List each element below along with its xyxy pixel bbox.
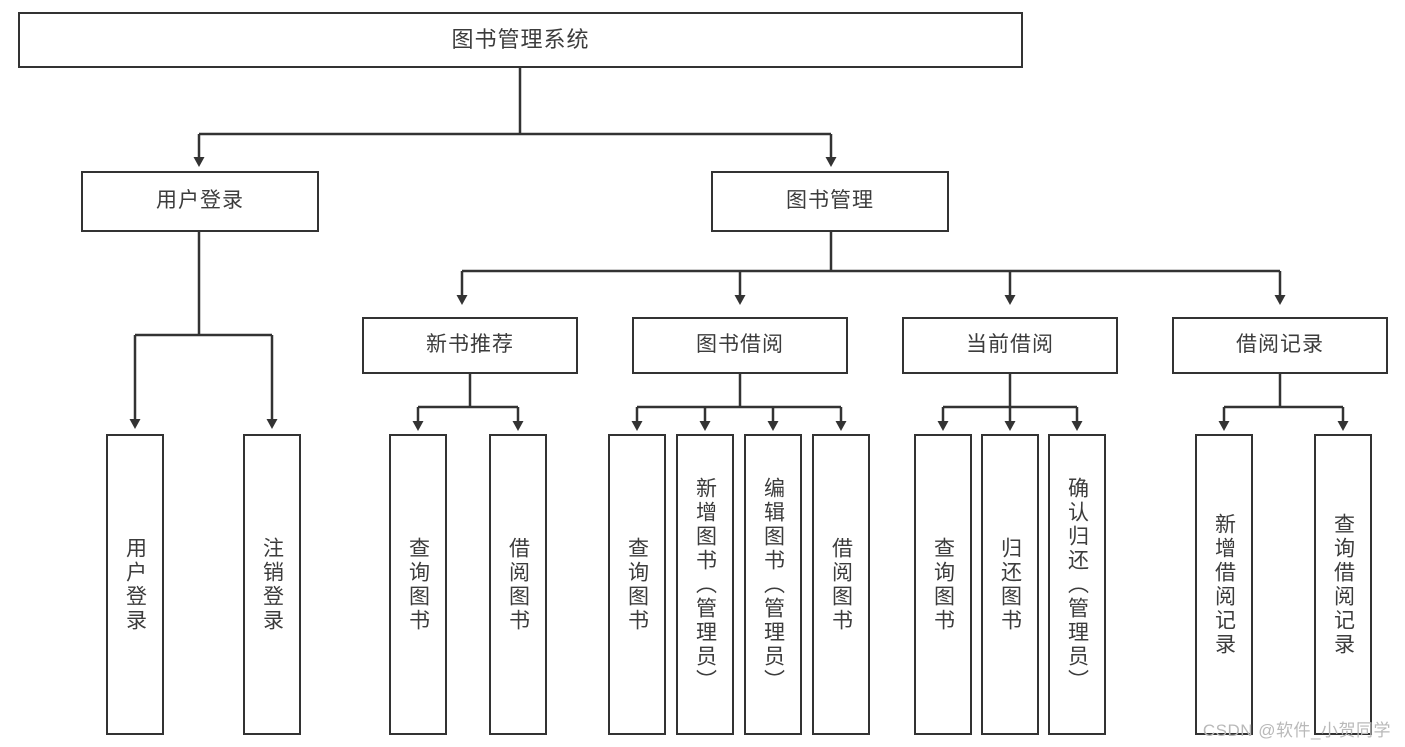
leaf-current-return-book-label: 归还图书 [998, 536, 1022, 633]
node-borrow-records-label: 借阅记录 [1236, 333, 1324, 357]
leaf-user-login-login[interactable]: 用户登录 [106, 434, 164, 735]
node-book-management-label: 图书管理 [786, 189, 874, 213]
leaf-borrow-borrow-book[interactable]: 借阅图书 [812, 434, 870, 735]
leaf-new-book-query-label: 查询图书 [406, 536, 430, 633]
node-root-label: 图书管理系统 [451, 27, 590, 53]
leaf-user-login-logout[interactable]: 注销登录 [243, 434, 301, 735]
node-current-borrow[interactable]: 当前借阅 [902, 317, 1118, 374]
leaf-new-book-borrow-label: 借阅图书 [506, 536, 530, 633]
leaf-current-return-book[interactable]: 归还图书 [981, 434, 1039, 735]
leaf-current-confirm-return[interactable]: 确认归还（管理员） [1048, 434, 1106, 735]
leaf-borrow-edit-book[interactable]: 编辑图书（管理员） [744, 434, 802, 735]
leaf-borrow-add-book-label: 新增图书（管理员） [693, 476, 717, 693]
node-new-book-recommend[interactable]: 新书推荐 [362, 317, 578, 374]
leaf-user-login-logout-label: 注销登录 [260, 536, 284, 633]
leaf-user-login-login-label: 用户登录 [123, 536, 147, 633]
leaf-borrow-add-book[interactable]: 新增图书（管理员） [676, 434, 734, 735]
leaf-current-query-book-label: 查询图书 [931, 536, 955, 633]
leaf-records-add-record[interactable]: 新增借阅记录 [1195, 434, 1253, 735]
leaf-records-add-record-label: 新增借阅记录 [1212, 512, 1236, 657]
node-book-borrow[interactable]: 图书借阅 [632, 317, 848, 374]
leaf-new-book-borrow[interactable]: 借阅图书 [489, 434, 547, 735]
node-root[interactable]: 图书管理系统 [18, 12, 1023, 68]
node-user-login[interactable]: 用户登录 [81, 171, 319, 232]
leaf-borrow-query-book[interactable]: 查询图书 [608, 434, 666, 735]
leaf-borrow-borrow-book-label: 借阅图书 [829, 536, 853, 633]
node-book-management[interactable]: 图书管理 [711, 171, 949, 232]
leaf-borrow-query-book-label: 查询图书 [625, 536, 649, 633]
leaf-records-query-record[interactable]: 查询借阅记录 [1314, 434, 1372, 735]
node-current-borrow-label: 当前借阅 [966, 333, 1054, 357]
watermark: CSDN @软件_小贺同学 [1202, 721, 1391, 740]
leaf-borrow-edit-book-label: 编辑图书（管理员） [761, 476, 785, 693]
node-book-borrow-label: 图书借阅 [696, 333, 784, 357]
node-borrow-records[interactable]: 借阅记录 [1172, 317, 1388, 374]
node-user-login-label: 用户登录 [156, 189, 244, 213]
leaf-current-confirm-return-label: 确认归还（管理员） [1065, 476, 1089, 693]
leaf-current-query-book[interactable]: 查询图书 [914, 434, 972, 735]
node-new-book-recommend-label: 新书推荐 [426, 333, 514, 357]
leaf-records-query-record-label: 查询借阅记录 [1331, 512, 1355, 657]
leaf-new-book-query[interactable]: 查询图书 [389, 434, 447, 735]
